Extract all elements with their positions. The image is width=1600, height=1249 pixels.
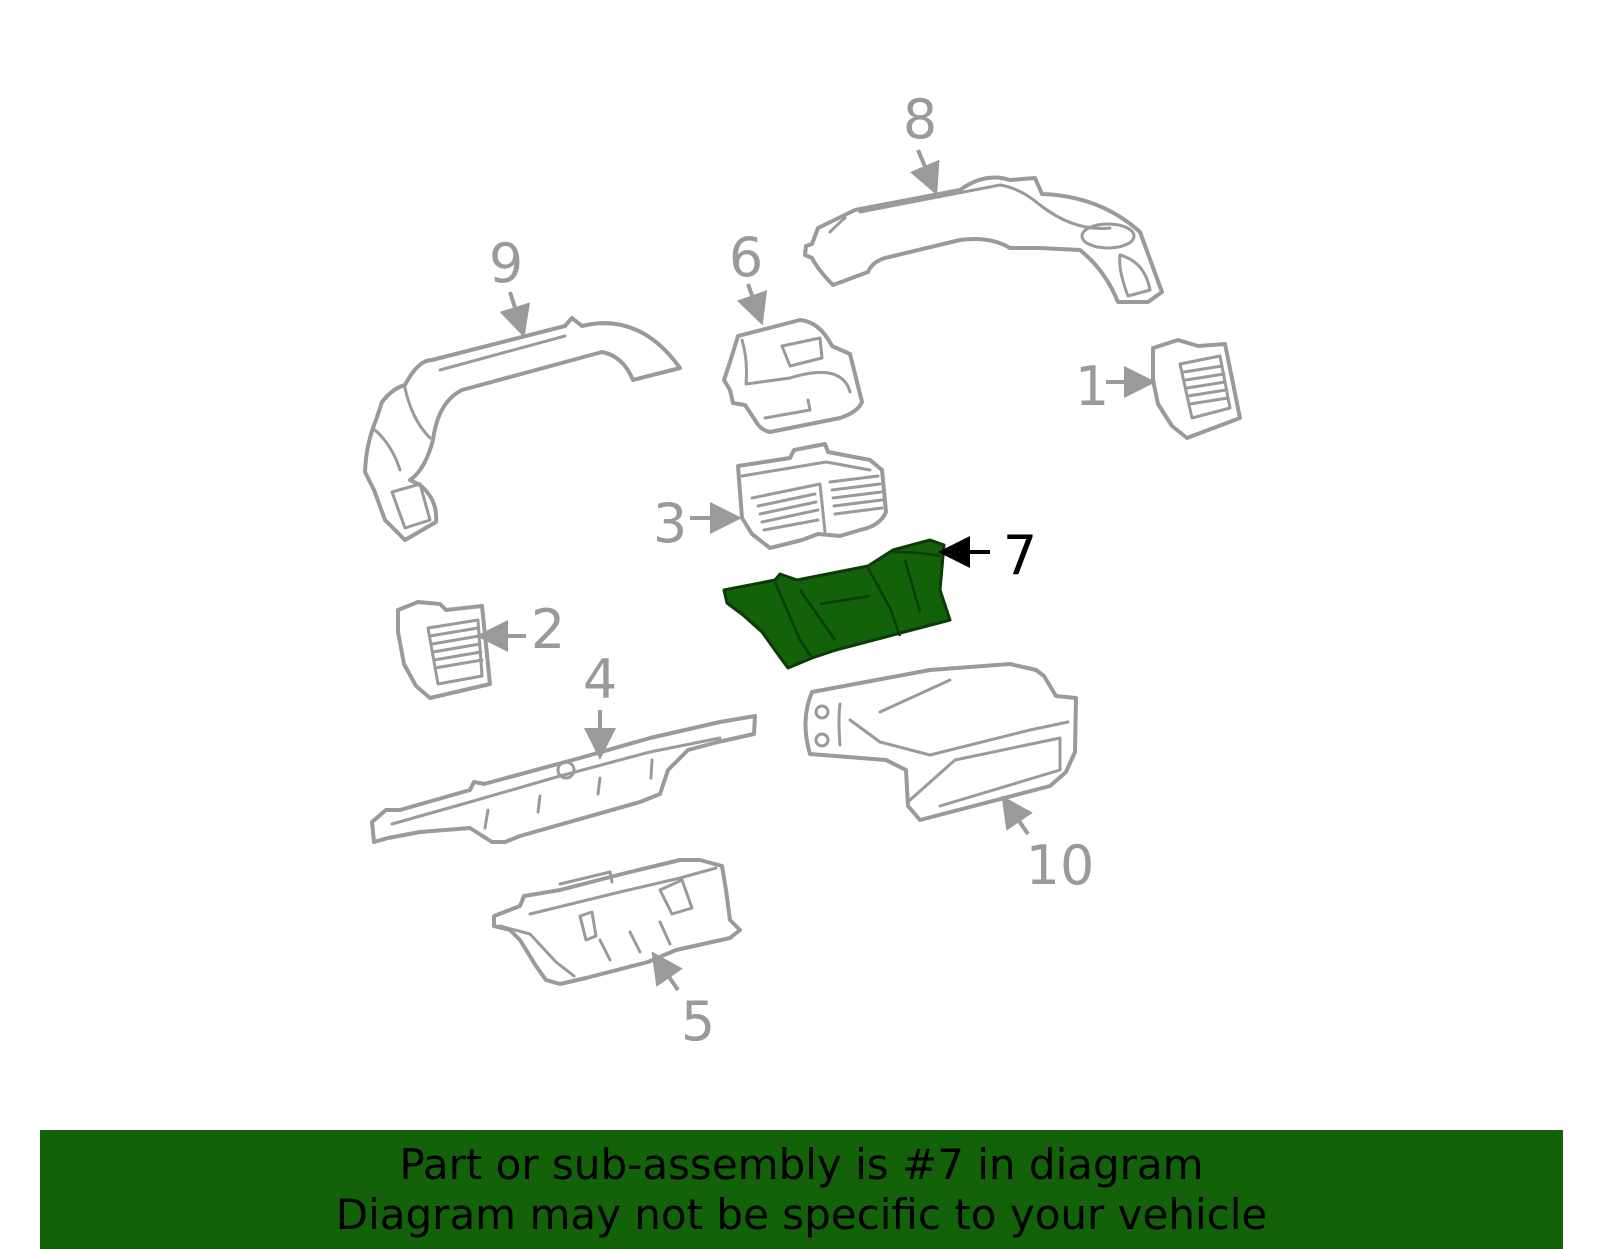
callout-2: 2: [531, 598, 565, 661]
callout-9: 9: [489, 232, 523, 295]
callout-10: 10: [1026, 834, 1095, 897]
part-5-duct: [492, 858, 742, 986]
callout-1: 1: [1075, 355, 1109, 418]
leader-6: [736, 283, 768, 326]
leader-lines: [476, 149, 1156, 992]
part-4-duct: [370, 714, 757, 844]
callout-8: 8: [903, 88, 937, 151]
leader-8: [909, 149, 940, 196]
info-banner: Part or sub-assembly is #7 in diagram Di…: [40, 1130, 1563, 1249]
callout-6: 6: [729, 226, 763, 289]
leader-10: [1001, 795, 1033, 836]
banner-line-2: Diagram may not be specific to your vehi…: [335, 1189, 1268, 1239]
callout-4: 4: [583, 648, 617, 711]
part-2-register: [396, 600, 492, 700]
callout-labels: 8 9 6 1 3 7 2 4 10 5: [489, 88, 1109, 1053]
leader-5: [651, 951, 683, 992]
leader-9: [499, 291, 531, 338]
part-10-duct: [803, 662, 1078, 822]
part-9-duct: [363, 316, 682, 542]
banner-line-1: Part or sub-assembly is #7 in diagram: [399, 1139, 1204, 1189]
part-1-register: [1151, 338, 1242, 440]
part-6-vent-housing: [722, 318, 864, 434]
part-8-duct: [803, 175, 1164, 304]
callout-3: 3: [653, 492, 687, 555]
callout-5: 5: [681, 990, 715, 1053]
part-7-duct-highlighted: [722, 538, 952, 670]
callout-7: 7: [1003, 524, 1037, 587]
part-3-register: [736, 442, 888, 550]
